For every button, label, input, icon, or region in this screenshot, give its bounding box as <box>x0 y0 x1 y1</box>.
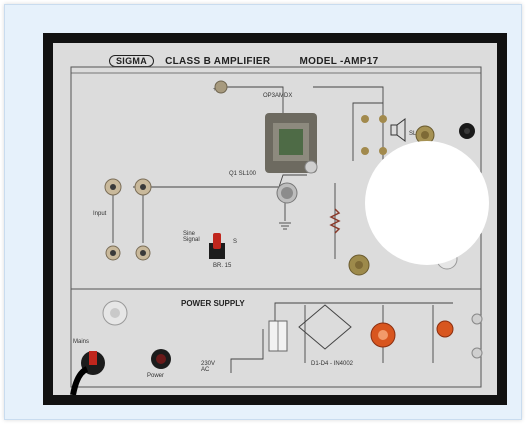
switch-bottom-label: BR. 15 <box>213 263 232 269</box>
vcc-terminal <box>214 80 228 94</box>
power-cable <box>70 366 89 395</box>
speaker-icon <box>390 118 406 142</box>
bridge-label: D1-D4 - IN4002 <box>311 361 354 367</box>
amplifier-wiring <box>112 86 384 259</box>
white-cutout <box>365 141 489 265</box>
amplifier-title: CLASS B AMPLIFIER <box>165 56 271 67</box>
power-section-border <box>70 288 482 388</box>
resistor <box>329 208 341 234</box>
power-supply-title: POWER SUPPLY <box>181 299 245 308</box>
ac-label: 230V AC <box>201 361 216 373</box>
switch-label: Sine Signal <box>183 231 200 243</box>
power-wiring <box>230 302 453 373</box>
ground-icon <box>279 222 291 230</box>
power-label: Power <box>147 373 165 379</box>
model-number: MODEL -AMP17 <box>299 56 379 67</box>
bridge-rectifier <box>298 304 352 350</box>
input-label: Input <box>93 211 107 217</box>
output-capacitor <box>436 320 454 338</box>
mains-label: Mains <box>73 339 90 345</box>
trainer-board-frame: SIGMA CLASS B AMPLIFIER MODEL -AMP17 POW… <box>43 33 507 405</box>
switch-right-label: S <box>233 239 238 245</box>
trainer-panel: SIGMA CLASS B AMPLIFIER MODEL -AMP17 POW… <box>53 43 497 395</box>
panel-graphics <box>70 66 489 395</box>
transformer-label: OP3AMDX <box>263 93 293 99</box>
photo-card: SIGMA CLASS B AMPLIFIER MODEL -AMP17 POW… <box>4 4 522 420</box>
input-sockets <box>104 178 152 261</box>
transistor-label: Q1 SL100 <box>229 171 257 177</box>
